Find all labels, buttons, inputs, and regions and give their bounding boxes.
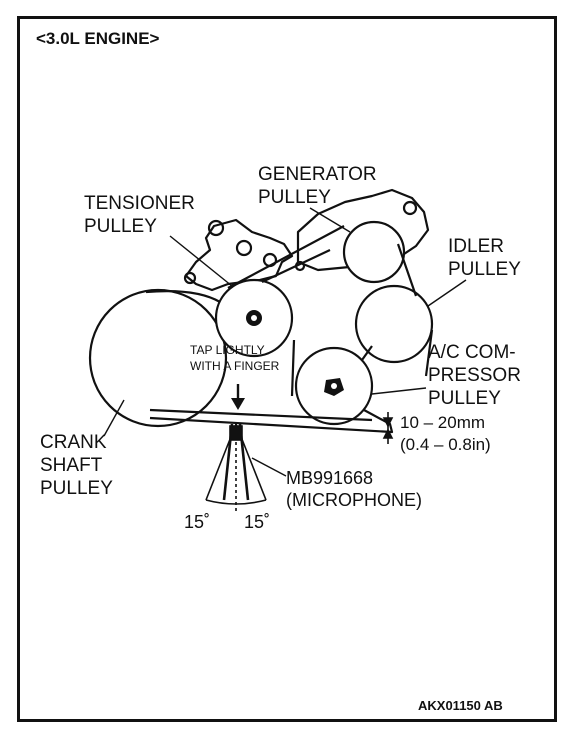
tensioner-bolt <box>235 239 253 257</box>
tensioner-bolt <box>183 271 197 285</box>
tensioner-pulley-label: TENSIONER PULLEY <box>84 193 195 237</box>
angle-left-label: 15˚ <box>184 512 210 532</box>
deflection-spec: 10 – 20mm (0.4 – 0.8in) <box>400 413 491 454</box>
svg-text:PULLEY: PULLEY <box>84 216 157 237</box>
svg-text:PRESSOR: PRESSOR <box>428 365 521 386</box>
svg-text:WITH A FINGER: WITH A FINGER <box>190 359 280 373</box>
svg-text:(0.4 – 0.8in): (0.4 – 0.8in) <box>400 435 491 454</box>
idler-pulley <box>354 284 434 364</box>
svg-text:A/C COM-: A/C COM- <box>428 342 516 363</box>
svg-text:(MICROPHONE): (MICROPHONE) <box>286 490 422 510</box>
tap-arrow <box>231 398 245 410</box>
drive-belt <box>145 225 434 434</box>
tensioner-arm <box>184 218 294 292</box>
tensioner-pivot <box>207 219 225 237</box>
crankshaft-pulley <box>88 288 228 428</box>
microphone-tool <box>205 423 267 512</box>
leader-lines <box>103 207 467 477</box>
svg-text:IDLER: IDLER <box>448 236 504 257</box>
deflection-marker <box>382 412 394 444</box>
svg-text:TAP LIGHTLY: TAP LIGHTLY <box>190 343 265 357</box>
svg-text:CRANK: CRANK <box>40 432 107 453</box>
figure-code: AKX01150 AB <box>418 698 503 713</box>
bracket-bolt <box>402 200 418 216</box>
svg-text:SHAFT: SHAFT <box>40 455 103 476</box>
svg-text:PULLEY: PULLEY <box>448 259 521 280</box>
svg-text:GENERATOR: GENERATOR <box>258 164 377 185</box>
angle-right-label: 15˚ <box>244 512 270 532</box>
svg-text:TENSIONER: TENSIONER <box>84 193 195 214</box>
crankshaft-pulley-label: CRANK SHAFT PULLEY <box>40 432 113 499</box>
generator-pulley <box>342 220 406 284</box>
generator-bracket <box>296 188 430 272</box>
svg-text:MB991668: MB991668 <box>286 468 373 488</box>
tap-instruction: TAP LIGHTLY WITH A FINGER <box>190 343 280 373</box>
idler-pulley-label: IDLER PULLEY <box>448 236 521 280</box>
svg-text:10 – 20mm: 10 – 20mm <box>400 413 485 432</box>
diagram-title: <3.0L ENGINE> <box>36 29 160 48</box>
ac-compressor-pulley-label: A/C COM- PRESSOR PULLEY <box>428 342 521 409</box>
svg-text:PULLEY: PULLEY <box>258 187 331 208</box>
svg-text:PULLEY: PULLEY <box>40 478 113 499</box>
svg-text:PULLEY: PULLEY <box>428 388 501 409</box>
microphone-tool-label: MB991668 (MICROPHONE) <box>286 468 422 510</box>
generator-pulley-label: GENERATOR PULLEY <box>258 164 377 208</box>
